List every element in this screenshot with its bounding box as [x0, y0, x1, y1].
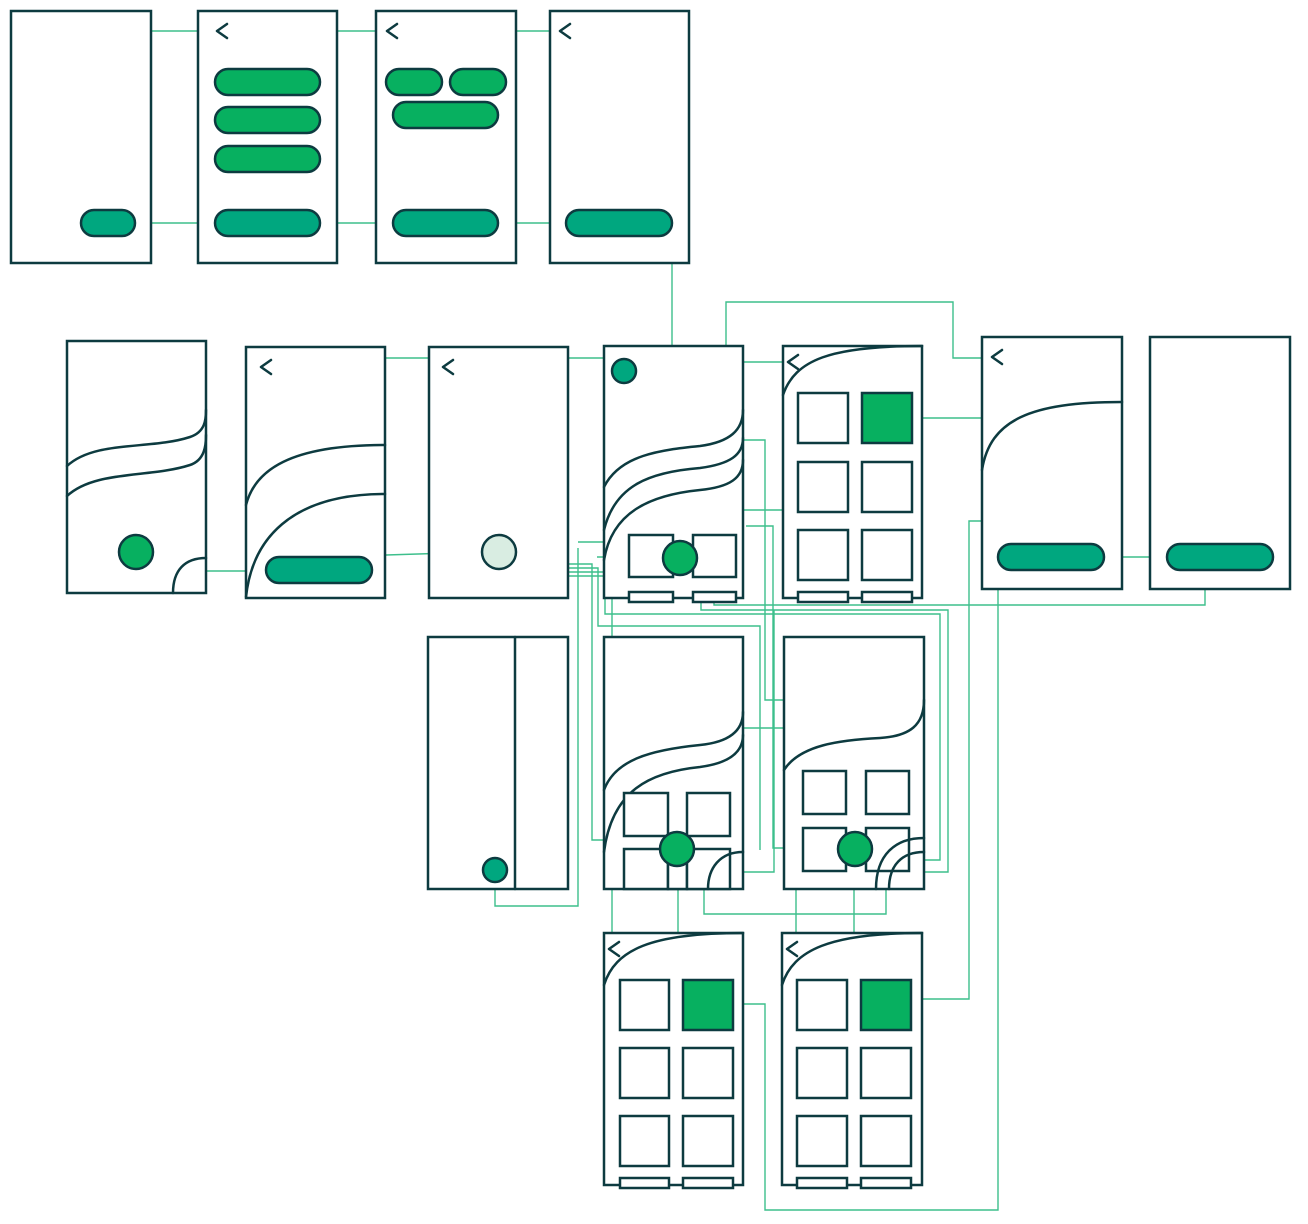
grid-tile[interactable]	[860, 460, 914, 514]
grid-tile[interactable]	[681, 1046, 735, 1100]
screen-14-wave-grid-alt	[782, 635, 926, 891]
screen-12-split-panel	[426, 635, 570, 891]
grid-tile[interactable]	[859, 1114, 913, 1168]
tag-button[interactable]	[384, 67, 444, 97]
grid-tile[interactable]	[795, 1114, 849, 1168]
connector	[911, 520, 982, 1000]
screen-3-tag-selection	[374, 9, 518, 265]
continue-button[interactable]	[213, 208, 322, 238]
back-chevron-icon[interactable]	[441, 358, 455, 376]
action-dot[interactable]	[117, 533, 155, 571]
screen-11-finish	[1148, 335, 1292, 591]
tag-button[interactable]	[448, 67, 508, 97]
back-chevron-icon[interactable]	[385, 22, 399, 40]
action-dot[interactable]	[661, 539, 699, 577]
screen-1-start	[9, 9, 153, 265]
grid-tile[interactable]	[796, 391, 850, 445]
back-chevron-icon[interactable]	[215, 22, 229, 40]
screen-6-curve-detail	[244, 345, 387, 600]
start-button[interactable]	[79, 208, 137, 238]
option-button[interactable]	[213, 67, 322, 97]
continue-button[interactable]	[264, 555, 374, 585]
inactive-dot[interactable]	[480, 533, 518, 571]
back-chevron-icon[interactable]	[259, 358, 273, 376]
action-dot[interactable]	[481, 856, 509, 884]
connector	[700, 598, 949, 873]
grid-tile[interactable]	[681, 1114, 735, 1168]
connector	[735, 589, 999, 1211]
screen-9-grid-select	[781, 344, 924, 604]
finish-button[interactable]	[1165, 542, 1275, 572]
action-dot[interactable]	[836, 830, 874, 868]
continue-button[interactable]	[391, 208, 500, 238]
back-chevron-icon[interactable]	[558, 22, 572, 40]
avatar-dot[interactable]	[610, 357, 638, 385]
option-button[interactable]	[213, 105, 322, 135]
screen-16-grid-select	[780, 931, 924, 1190]
screen-10-curve-submit	[980, 335, 1124, 591]
connector	[725, 301, 995, 359]
connector	[569, 571, 941, 861]
continue-button[interactable]	[564, 208, 674, 238]
screen-5-wave-home	[65, 339, 208, 595]
connector	[494, 548, 579, 907]
option-button[interactable]	[213, 144, 322, 174]
grid-tile-selected[interactable]	[681, 978, 735, 1032]
action-dot[interactable]	[658, 830, 696, 868]
back-chevron-icon[interactable]	[786, 353, 800, 371]
grid-tile[interactable]	[796, 528, 850, 582]
continue-button[interactable]	[996, 542, 1106, 572]
grid-tile-selected[interactable]	[860, 391, 914, 445]
connector	[703, 889, 887, 915]
grid-tile[interactable]	[795, 978, 849, 1032]
screen-7-selector	[427, 345, 570, 600]
grid-tile-selected[interactable]	[859, 978, 913, 1032]
screen-8-dashboard	[602, 344, 745, 604]
grid-tile[interactable]	[618, 978, 671, 1032]
grid-tile[interactable]	[618, 1046, 671, 1100]
grid-tile[interactable]	[859, 1046, 913, 1100]
grid-tile[interactable]	[618, 1114, 671, 1168]
grid-tile[interactable]	[796, 460, 850, 514]
connector	[569, 567, 761, 850]
grid-tile[interactable]	[795, 1046, 849, 1100]
tag-button[interactable]	[391, 100, 500, 130]
screen-13-wave-grid	[602, 635, 745, 891]
back-chevron-icon[interactable]	[990, 348, 1004, 366]
grid-tile[interactable]	[860, 528, 914, 582]
back-chevron-icon[interactable]	[607, 940, 621, 958]
screen-4-confirm	[548, 9, 691, 265]
screen-15-grid-select	[602, 931, 745, 1190]
back-chevron-icon[interactable]	[785, 940, 799, 958]
screen-2-choice-list	[196, 9, 339, 265]
